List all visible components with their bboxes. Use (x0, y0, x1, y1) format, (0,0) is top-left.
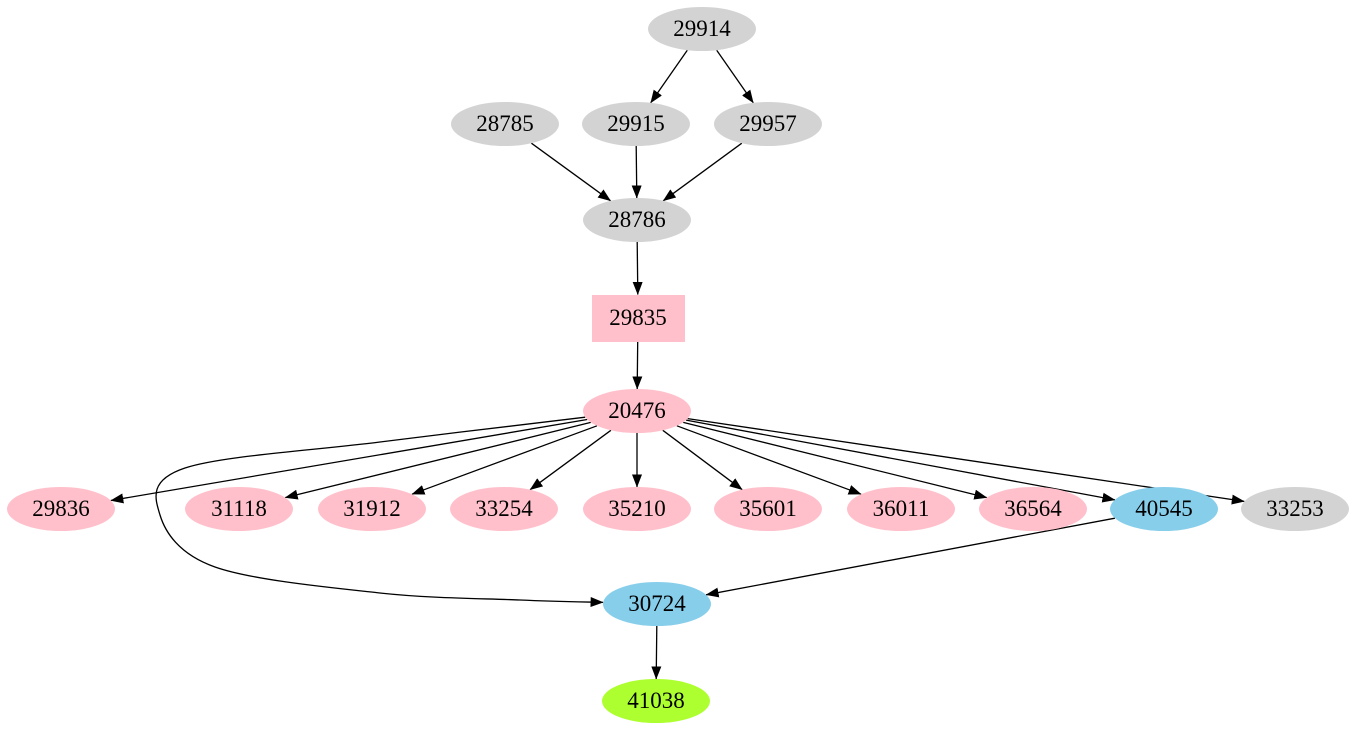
edge-28786-29835 (632, 241, 643, 295)
node-36011: 36011 (847, 487, 955, 531)
node-29915: 29915 (582, 102, 690, 146)
edge-29914-29957 (716, 49, 754, 104)
node-29914: 29914 (648, 7, 756, 51)
node-29835: 29835 (591, 294, 685, 342)
edge-20476-35601 (662, 429, 743, 491)
edge-29957-28786 (662, 142, 743, 202)
edge-20476-36564 (683, 421, 988, 500)
edge-20476-31118 (284, 421, 591, 500)
node-33254: 33254 (450, 487, 558, 531)
edge-20476-40545 (685, 419, 1116, 503)
edge-29915-28786 (631, 145, 642, 199)
edge-30724-41038 (651, 625, 662, 680)
node-35210: 35210 (583, 487, 691, 531)
edge-40545-30724 (705, 517, 1116, 598)
node-36564: 36564 (979, 487, 1087, 531)
node-40545: 40545 (1110, 487, 1218, 531)
node-31118: 31118 (185, 487, 293, 531)
node-28786: 28786 (583, 198, 691, 242)
node-29836: 29836 (7, 487, 115, 531)
edge-20476-33254 (529, 429, 612, 491)
node-33253: 33253 (1241, 487, 1349, 531)
node-20476: 20476 (583, 389, 691, 433)
node-31912: 31912 (318, 487, 426, 531)
node-30724: 30724 (603, 582, 711, 626)
edge-28785-28786 (531, 142, 612, 202)
node-35601: 35601 (714, 487, 822, 531)
edge-20476-31912 (411, 425, 598, 495)
node-28785: 28785 (451, 102, 559, 146)
edge-29914-29915 (650, 49, 688, 104)
node-29957: 29957 (714, 102, 822, 146)
edge-20476-29836 (110, 418, 588, 504)
edge-29835-20476 (632, 341, 643, 390)
edge-20476-30724 (155, 416, 604, 608)
edge-20476-36011 (676, 425, 862, 495)
node-41038: 41038 (602, 679, 710, 723)
